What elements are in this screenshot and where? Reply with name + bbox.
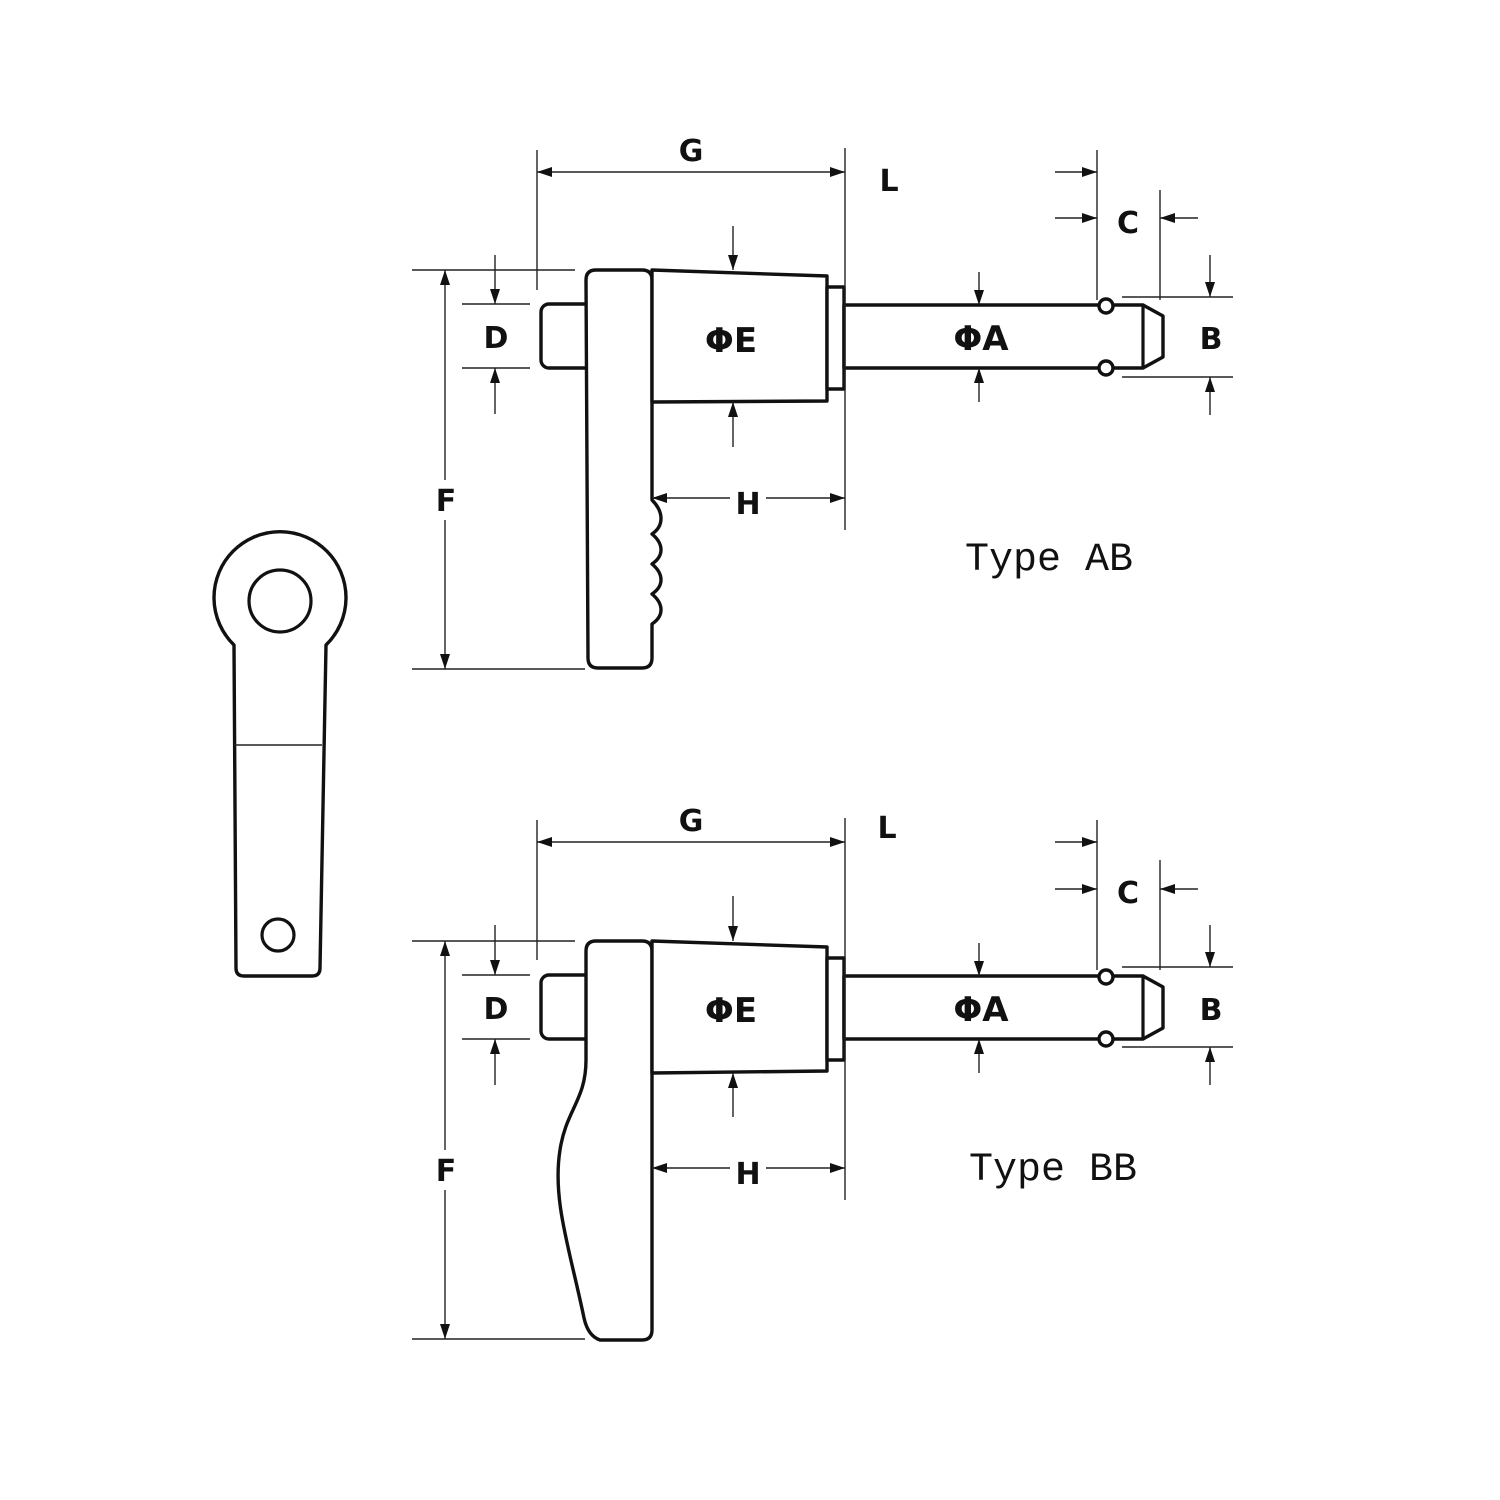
lever-bottom-hole — [260, 917, 296, 953]
bb-h-arrow-left — [652, 1163, 667, 1173]
lever-eye-hole — [247, 568, 313, 634]
bb-collar — [825, 956, 846, 1062]
ab-b-arrow-top — [1205, 282, 1215, 297]
bb-e-arrow-top — [728, 926, 738, 941]
bb-d-arrow-top — [490, 960, 500, 975]
ab-ball-top — [1097, 297, 1115, 315]
bb-f-arrow-bottom — [440, 1324, 450, 1339]
type-bb-figure: G L C D ΦE ΦA — [412, 804, 1233, 1342]
bb-g-arrow-left — [537, 837, 552, 847]
ab-body-e — [650, 268, 829, 404]
bb-ball-top — [1097, 968, 1115, 986]
bb-f-arrow-top — [440, 941, 450, 956]
ab-a-label: ΦA — [953, 319, 1009, 359]
ab-e-arrow-bottom — [728, 402, 738, 417]
bb-e-arrow-bottom — [728, 1073, 738, 1088]
bb-h-arrow-right — [830, 1163, 845, 1173]
ab-f-arrow-bottom — [440, 654, 450, 669]
ab-a-arrow-bottom — [974, 368, 984, 383]
ab-g-arrow-right — [830, 167, 845, 177]
lever-side-outline — [212, 530, 348, 978]
ab-h-arrow-left — [652, 493, 667, 503]
ab-c-arrow-left — [1082, 213, 1097, 223]
bb-c-arrow-right — [1160, 884, 1175, 894]
lever-side-view — [212, 530, 348, 978]
bb-d-arrow-bottom — [490, 1039, 500, 1054]
bb-a-arrow-bottom — [974, 1039, 984, 1054]
bb-d-label: D — [484, 992, 509, 1027]
bb-f-label: F — [436, 1154, 457, 1189]
type-ab-title: Type AB — [965, 538, 1133, 583]
ab-f-arrow-top — [440, 270, 450, 285]
bb-h-label: H — [735, 1157, 760, 1192]
ab-handle — [584, 268, 663, 670]
bb-c-label: C — [1117, 876, 1139, 911]
bb-l-label: L — [877, 811, 896, 846]
bb-b-label: B — [1200, 993, 1223, 1028]
ab-l-arrow — [1082, 167, 1097, 177]
ab-ball-bottom — [1097, 359, 1115, 377]
bb-h-label-bg — [730, 1156, 766, 1190]
ab-f-label-bg — [430, 480, 460, 520]
bb-c-arrow-left — [1082, 884, 1097, 894]
ab-g-label: G — [679, 134, 704, 169]
ab-c-label: C — [1117, 206, 1139, 241]
ab-h-label-bg — [730, 486, 766, 520]
bb-ball-bottom — [1097, 1030, 1115, 1048]
ab-d-arrow-bottom — [490, 368, 500, 383]
ab-d-label: D — [484, 321, 509, 356]
ab-g-arrow-left — [537, 167, 552, 177]
bb-b-arrow-top — [1205, 952, 1215, 967]
type-bb-title: Type BB — [969, 1148, 1137, 1193]
bb-b-arrow-bottom — [1205, 1047, 1215, 1062]
ab-c-arrow-right — [1160, 213, 1175, 223]
bb-f-label-bg — [430, 1150, 460, 1190]
ab-b-label: B — [1200, 322, 1223, 357]
bb-l-arrow — [1082, 837, 1097, 847]
bb-g-arrow-right — [830, 837, 845, 847]
bb-body-e — [650, 939, 829, 1075]
ab-e-arrow-top — [728, 255, 738, 270]
ab-h-arrow-right — [830, 493, 845, 503]
bb-a-arrow-top — [974, 961, 984, 976]
ab-collar — [825, 285, 846, 391]
ab-f-label: F — [436, 484, 457, 519]
bb-a-label: ΦA — [953, 990, 1009, 1030]
ab-a-arrow-top — [974, 290, 984, 305]
bb-e-label: ΦE — [705, 991, 757, 1031]
ab-e-label: ΦE — [705, 321, 757, 361]
ab-d-arrow-top — [490, 289, 500, 304]
bb-g-label: G — [679, 804, 704, 839]
type-ab-figure: G L C D ΦE ΦA — [412, 134, 1233, 670]
ab-l-label: L — [879, 164, 898, 199]
ab-h-label: H — [735, 487, 760, 522]
bb-handle — [556, 939, 654, 1342]
ab-b-arrow-bottom — [1205, 377, 1215, 392]
